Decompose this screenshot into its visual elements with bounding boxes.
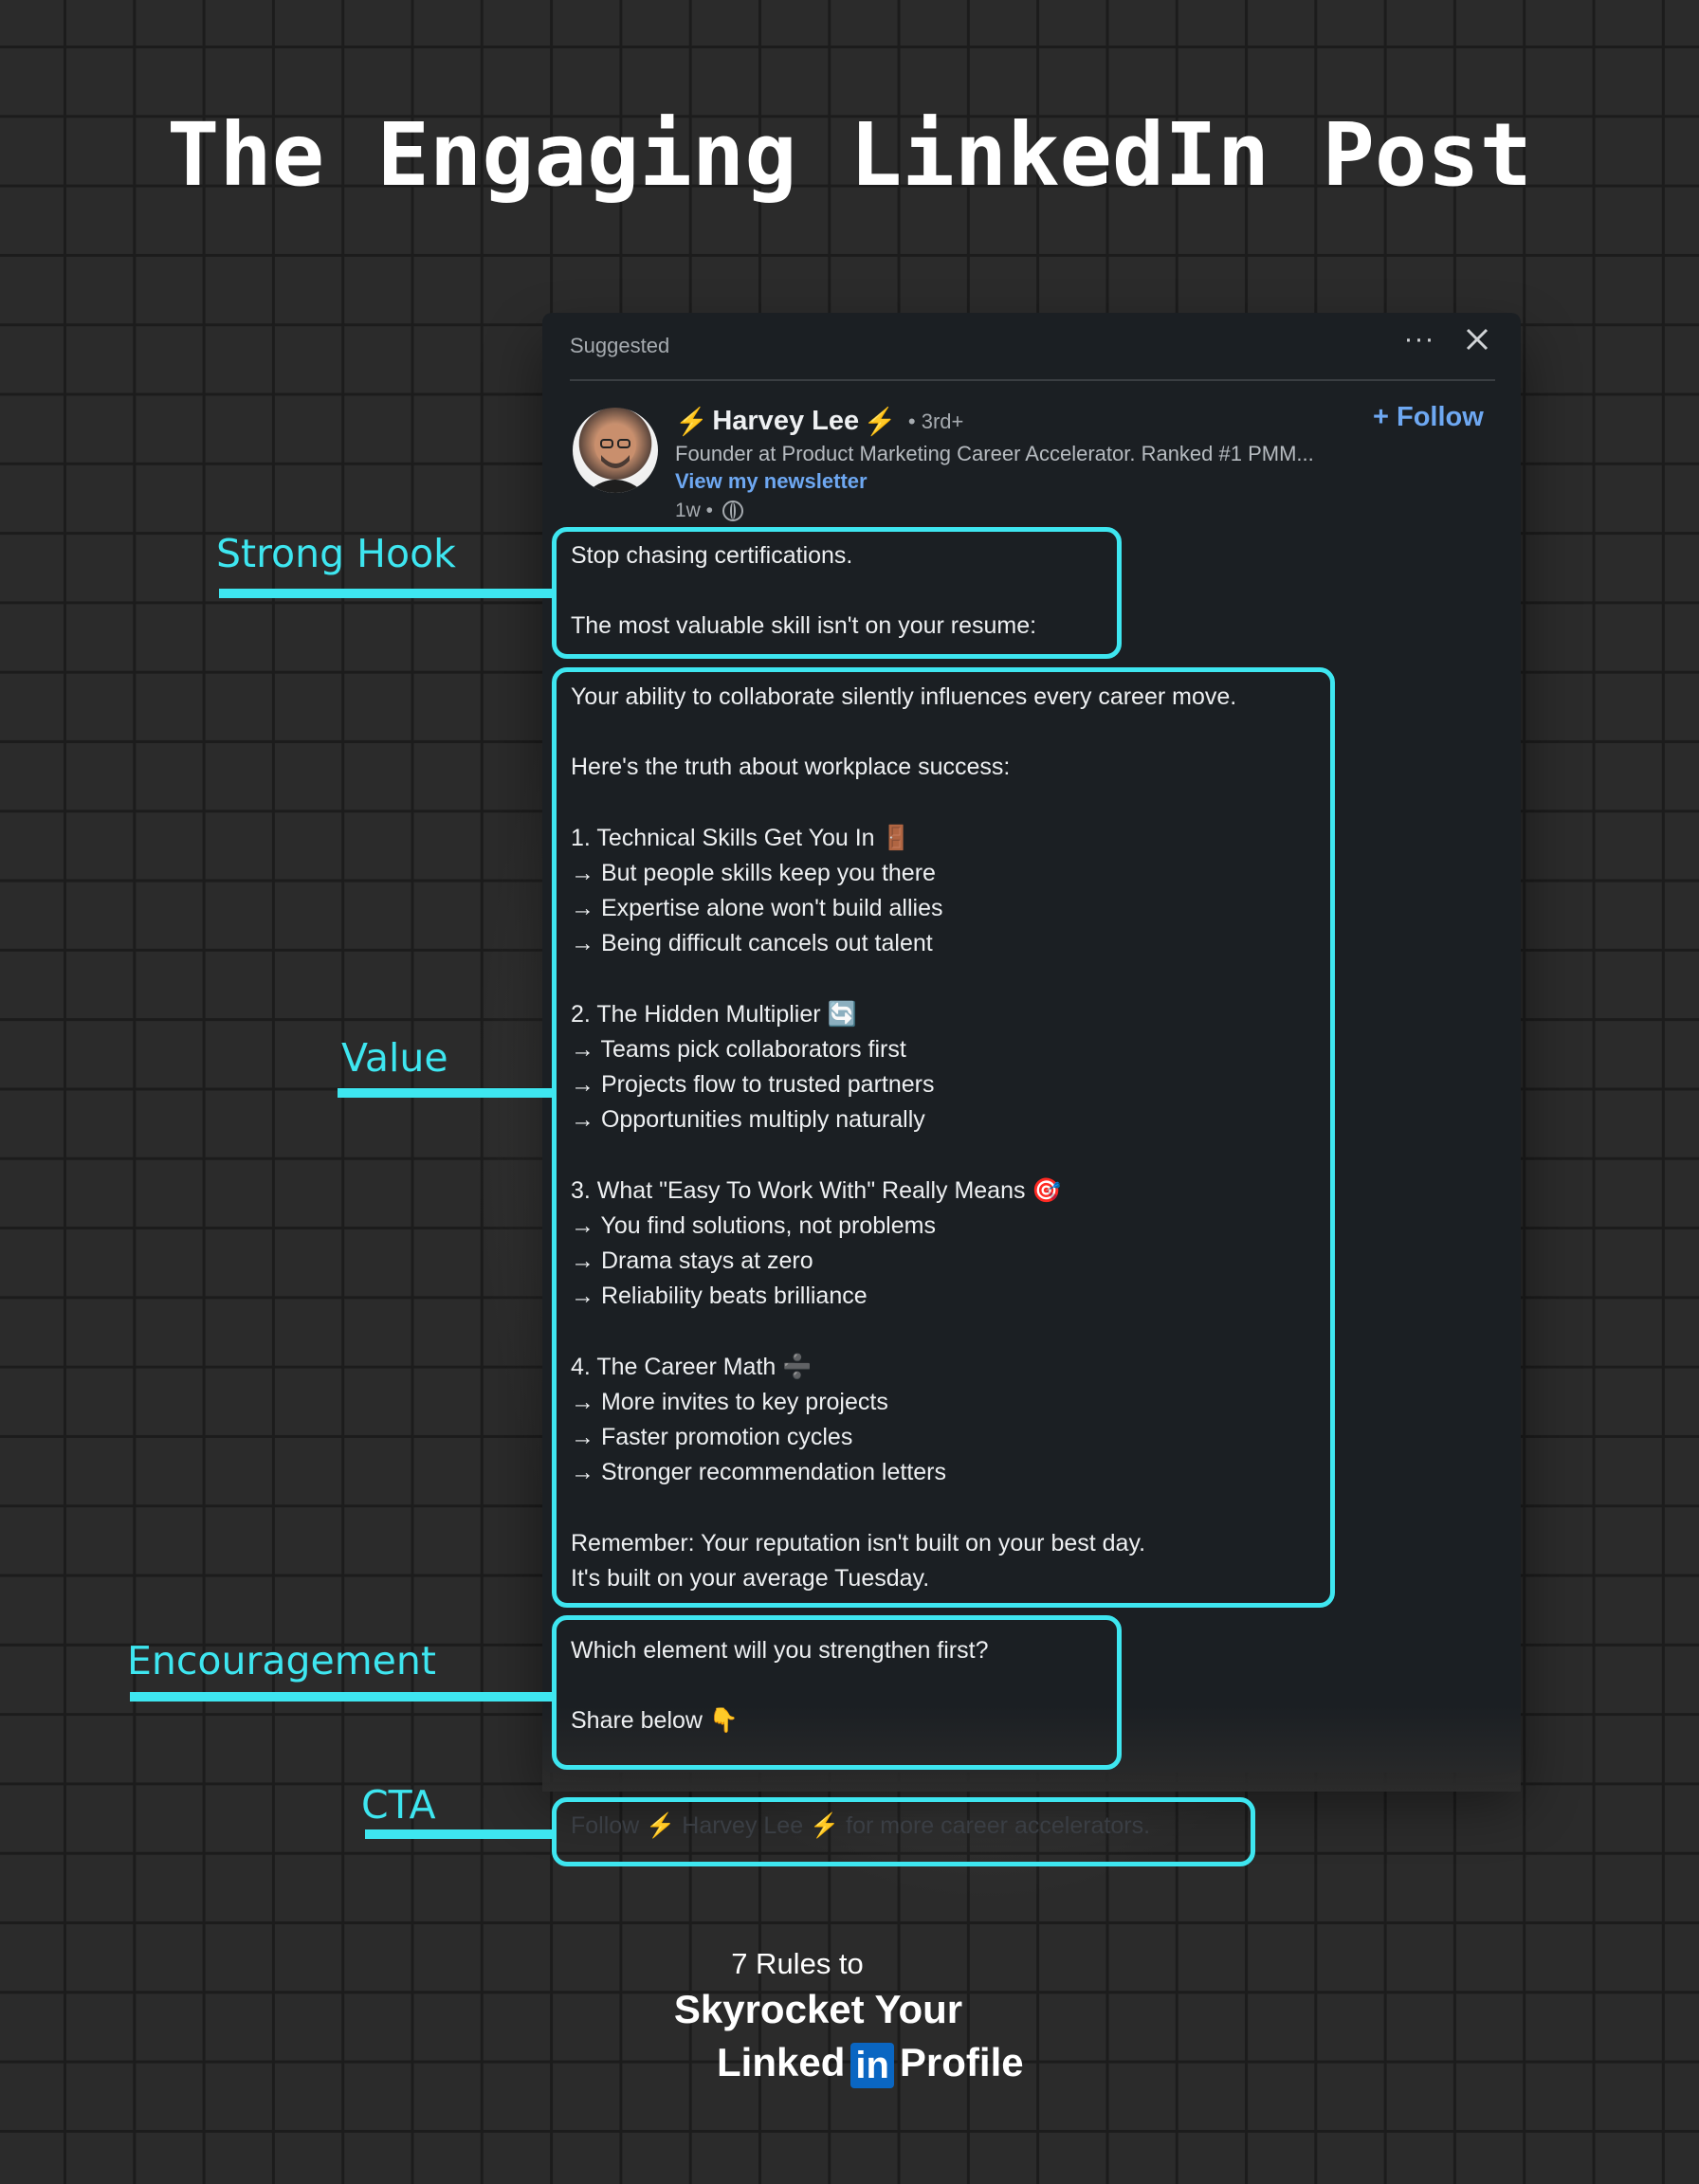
close-icon[interactable] <box>1458 320 1496 358</box>
author-name[interactable]: Harvey Lee <box>712 406 860 436</box>
linkedin-post-card: Suggested ··· ⚡ Harvey Lee ⚡ • 3rd+ Foun… <box>542 313 1521 1773</box>
lightning-icon: ⚡ <box>675 407 708 436</box>
avatar[interactable] <box>573 408 658 493</box>
value-highlight-box <box>552 667 1335 1608</box>
linkedin-logo: in <box>850 2042 894 2088</box>
author-headline: Founder at Product Marketing Career Acce… <box>675 442 1314 465</box>
more-options-icon[interactable]: ··· <box>1403 323 1435 355</box>
post-encouragement-text: Which element will you strengthen first?… <box>571 1637 989 1735</box>
encouragement-leader-line <box>130 1692 554 1702</box>
encouragement-highlight-box <box>552 1615 1122 1770</box>
suggested-label: Suggested <box>570 334 670 357</box>
follow-button[interactable]: + Follow <box>1373 402 1484 432</box>
card-fade <box>542 1706 1521 1792</box>
view-newsletter-link[interactable]: View my newsletter <box>675 469 868 493</box>
header-divider <box>570 379 1495 381</box>
hook-leader-line <box>219 589 554 598</box>
page-title: The Engaging LinkedIn Post <box>166 104 1533 206</box>
post-value-text: Your ability to collaborate silently inf… <box>571 683 1237 1592</box>
value-leader-line <box>338 1088 554 1098</box>
globe-icon <box>722 500 743 522</box>
lightning-icon: ⚡ <box>863 407 897 436</box>
promo-line-1: 7 Rules to <box>731 1947 864 1980</box>
post-hook-text: Stop chasing certifications. The most va… <box>571 542 1037 640</box>
post-time: 1w • <box>675 500 743 522</box>
author-line: ⚡ Harvey Lee ⚡ • 3rd+ <box>675 406 963 440</box>
promo-line-2: Skyrocket Your <box>673 1987 963 2031</box>
hook-highlight-box <box>552 527 1122 659</box>
post-time-label: 1w • <box>675 500 714 521</box>
post-cta-text: Follow ⚡ Harvey Lee ⚡ for more career ac… <box>571 1812 1151 1839</box>
label-value: Value <box>341 1035 448 1081</box>
label-strong-hook: Strong Hook <box>216 531 456 576</box>
promo-linked: Linked <box>717 2040 846 2084</box>
cta-leader-line <box>365 1829 554 1839</box>
promo-profile: Profile <box>899 2040 1024 2084</box>
connection-degree: • 3rd+ <box>907 409 964 433</box>
cta-highlight-box <box>552 1797 1255 1866</box>
label-encouragement: Encouragement <box>127 1638 436 1684</box>
label-cta: CTA <box>361 1782 436 1828</box>
